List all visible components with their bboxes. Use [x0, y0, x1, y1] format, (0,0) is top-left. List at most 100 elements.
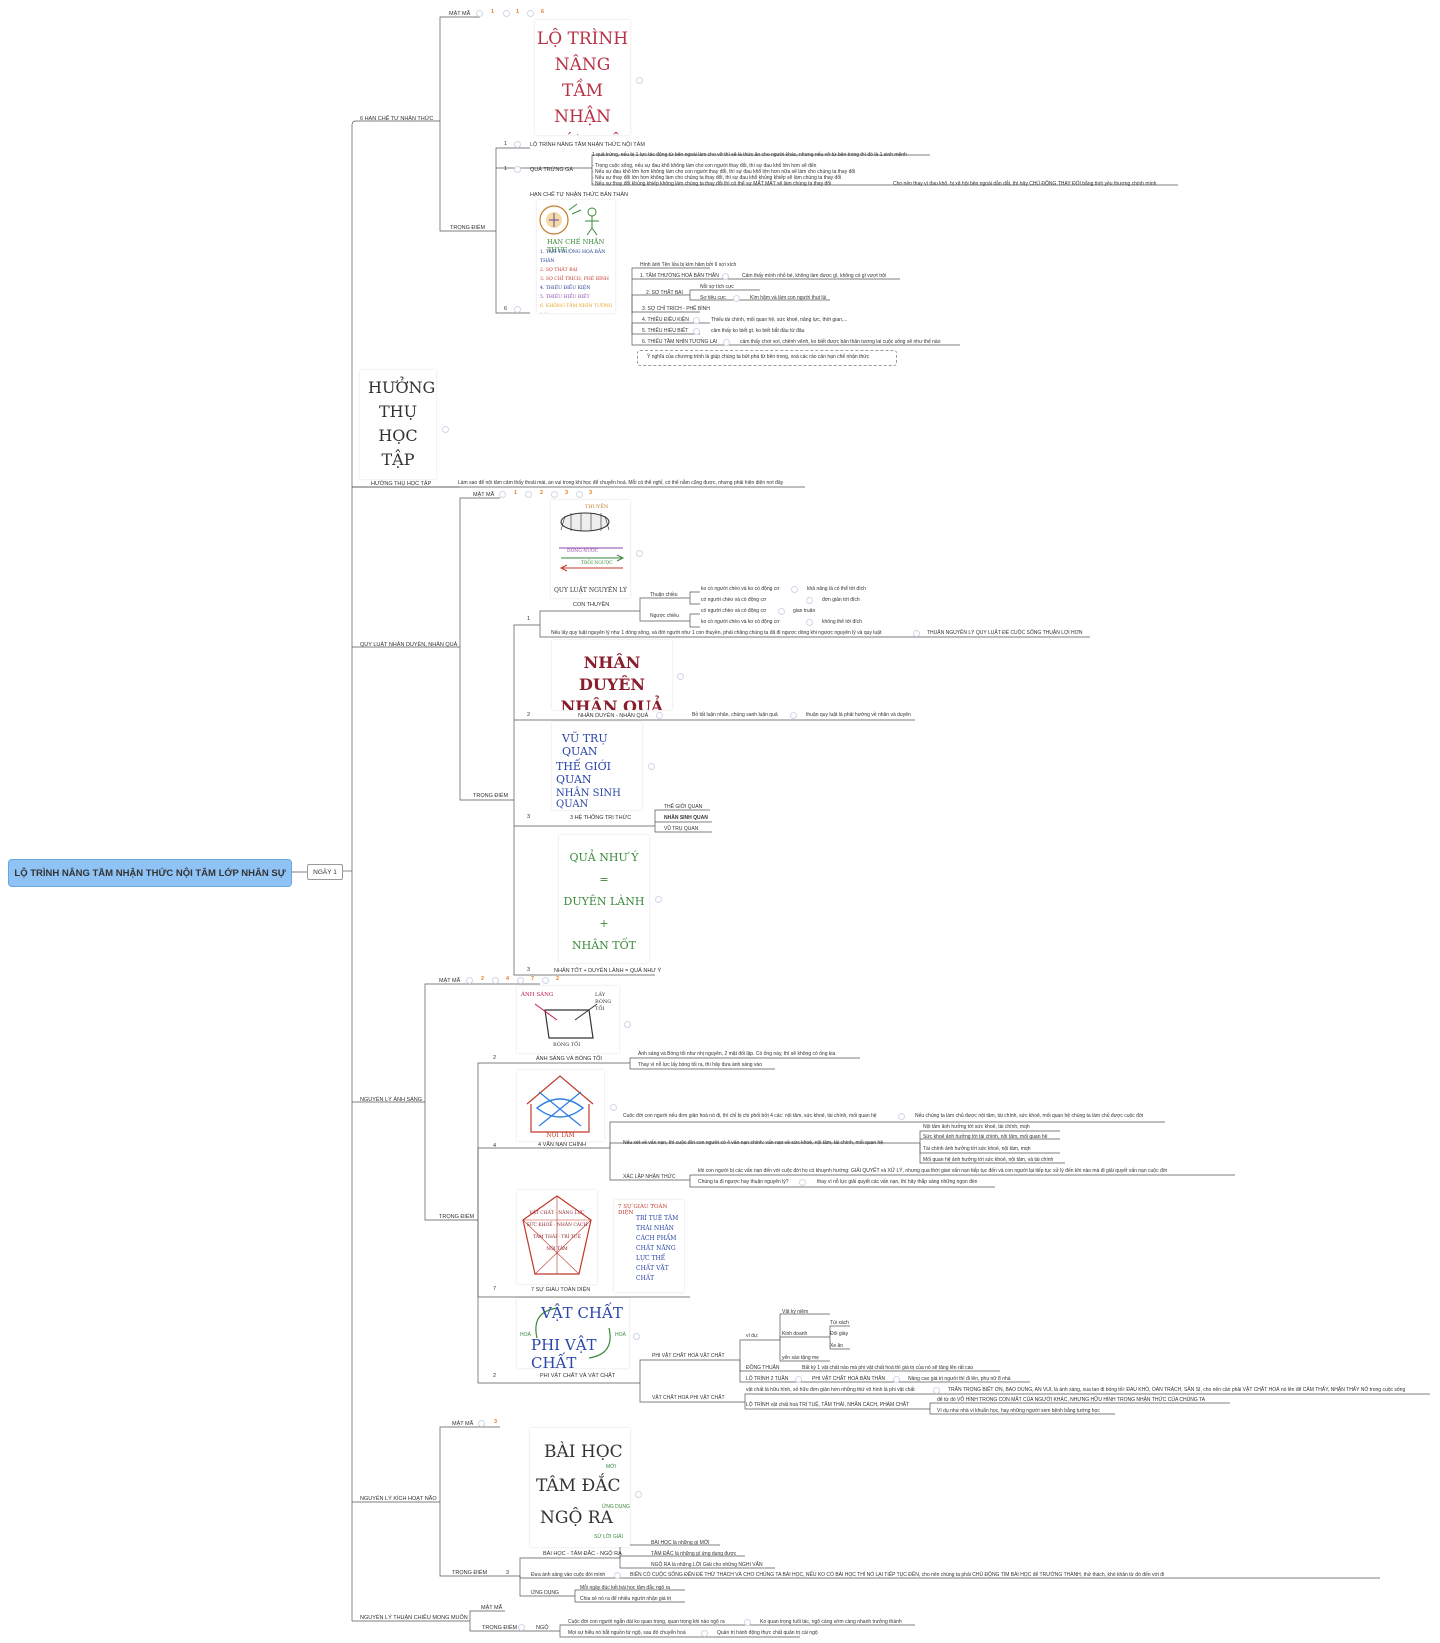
qt-text-2b[interactable]: - Nếu sự đau khổ lớn hơn không làm cho c…: [592, 169, 856, 175]
branch-quy-luat[interactable]: QUY LUẬT NHÂN DUYÊN, NHÂN QUẢ: [360, 642, 458, 648]
branch-kich-hoat[interactable]: NGUYÊN LÝ KÍCH HOẠT NÃO: [360, 1496, 437, 1502]
expand-icon[interactable]: [610, 1104, 617, 1111]
expand-icon[interactable]: [744, 1619, 751, 1626]
vn2d[interactable]: Mối quan hệ ảnh hưởng tới sức khoẻ, nội …: [923, 1157, 1054, 1163]
h1[interactable]: 1. TÂM THƯỜNG HOÁ BẢN THÂN: [640, 273, 719, 279]
ngo-2b[interactable]: Quản trị hành động thực chất quản trị cá…: [717, 1630, 818, 1636]
ct-desc2[interactable]: THUẬN NGUYÊN LÝ QUY LUẬT ĐỂ CUỘC SỐNG TH…: [927, 630, 1083, 636]
vn1[interactable]: Cuộc đời con người nếu đơn giản hoá nó đ…: [623, 1113, 877, 1119]
expand-icon[interactable]: [799, 1179, 806, 1186]
expand-icon[interactable]: [514, 166, 521, 173]
ngo-1a[interactable]: Cuộc đời con người ngắn dài ko quan trọn…: [568, 1619, 725, 1625]
expand-icon[interactable]: [723, 339, 730, 346]
expand-icon[interactable]: [551, 491, 558, 498]
vc1[interactable]: vật chất là hữu hình, số hữu đơn giản hơ…: [746, 1387, 915, 1393]
h4[interactable]: 4. THIẾU ĐIỀU KIỆN: [642, 317, 689, 323]
b3-trong-diem[interactable]: TRỌNG ĐIỂM: [473, 793, 509, 799]
h5[interactable]: 5. THIẾU HIỂU BIẾT: [642, 328, 689, 334]
h2b[interactable]: Sợ tiêu cực: [700, 295, 726, 301]
nc2[interactable]: ko có người chèo và ko có động cơ: [701, 619, 780, 625]
b1-matma[interactable]: MẬT MÃ: [449, 11, 471, 17]
branch-huong-thu[interactable]: HƯỞNG THỤ HỌC TẬP: [371, 481, 432, 487]
vn1a[interactable]: Nếu chúng ta làm chủ được nội tâm, tài c…: [915, 1113, 1144, 1119]
vc2a[interactable]: để từ đó VÔ HÌNH TRONG CON MẮT CỦA NGƯỜI…: [937, 1397, 1206, 1403]
h2[interactable]: 2. SỢ THẤT BẠI: [646, 290, 683, 296]
expand-icon[interactable]: [648, 763, 655, 770]
expand-icon[interactable]: [576, 491, 583, 498]
expand-icon[interactable]: [677, 673, 684, 680]
expand-icon[interactable]: [527, 10, 534, 17]
expand-icon[interactable]: [913, 630, 920, 637]
expand-icon[interactable]: [517, 977, 524, 984]
vc2b[interactable]: Ví dụ như nhà vi khuẩn học, hay những ng…: [937, 1408, 1100, 1414]
tc1[interactable]: ko có người chèo và ko có động cơ: [701, 586, 780, 592]
pvc[interactable]: PHI VẬT CHẤT VÀ VẬT CHẤT: [540, 1373, 616, 1379]
b6-trong-diem[interactable]: TRỌNG ĐIỂM: [482, 1625, 518, 1631]
doi-giay[interactable]: Đôi giày: [830, 1331, 849, 1337]
expand-icon[interactable]: [795, 1376, 802, 1383]
bh3[interactable]: NGỘ RA là những LỜI Giải cho những NGHI …: [651, 1562, 763, 1568]
b3-matma[interactable]: MẬT MÃ: [473, 492, 495, 498]
expand-icon[interactable]: [492, 977, 499, 984]
su-giau[interactable]: 7 SỰ GIÀU TOÀN DIỆN: [531, 1287, 591, 1293]
dua-a[interactable]: BIẾN CÓ CUỘC SỐNG ĐẾN ĐỂ THỬ THÁCH VÀ CH…: [630, 1572, 1165, 1578]
expand-icon[interactable]: [466, 977, 473, 984]
expand-icon[interactable]: [722, 273, 729, 280]
expand-icon[interactable]: [476, 10, 483, 17]
qt-text-2c[interactable]: - Nếu sự thay đổi lớn hơn không làm cho …: [592, 175, 842, 181]
expand-icon[interactable]: [614, 1572, 621, 1579]
branch-thuan-chieu[interactable]: NGUYÊN LÝ THUẬN CHIỀU MONG MUỐN: [360, 1615, 468, 1621]
vc1a[interactable]: TRÂN TRỌNG BIẾT ƠN, BAO DUNG, AN VUI, là…: [948, 1387, 1406, 1393]
ngo[interactable]: NGỘ: [536, 1625, 549, 1631]
expand-icon[interactable]: [655, 896, 662, 903]
vkn[interactable]: Vật kỷ niệm: [782, 1309, 809, 1315]
expand-icon[interactable]: [790, 712, 797, 719]
ngo-1b[interactable]: Ko quan trọng tuổi tác, ngộ càng sớm càn…: [760, 1619, 902, 1625]
expand-icon[interactable]: [806, 597, 813, 604]
ngo-2a[interactable]: Mọi sự hiểu nó bắt nguồn từ ngộ, sau đó …: [568, 1630, 686, 1636]
tc2[interactable]: có người chèo và có động cơ: [701, 597, 767, 603]
h0[interactable]: Hình ảnh Tên lửa bị kìm hãm bởi 6 sợi xí…: [640, 262, 737, 268]
branch-anh-sang[interactable]: NGUYÊN LÝ ÁNH SÁNG: [360, 1097, 423, 1103]
htq2[interactable]: NHÂN SINH QUAN: [664, 815, 708, 821]
expand-icon[interactable]: [733, 295, 740, 302]
lt2a[interactable]: PHI VẬT CHẤT HOÁ BẢN THÂN: [812, 1376, 886, 1382]
vi-du[interactable]: ví dụ:: [746, 1333, 759, 1339]
tc1a[interactable]: khả năng là có thể tới đích: [807, 586, 866, 592]
han-che-label[interactable]: HẠN CHẾ TỰ NHẬN THỨC BẢN THÂN: [530, 192, 629, 198]
ud1[interactable]: Mỗi ngày đúc kết bài học tâm đắc ngộ ra: [580, 1585, 671, 1591]
h3[interactable]: 3. SỢ CHỈ TRÍCH - PHÊ BÌNH: [642, 306, 710, 312]
ndnq[interactable]: NHÂN DUYÊN - NHÂN QUẢ: [578, 713, 649, 719]
h6[interactable]: 6. THIẾU TẦM NHÌN TƯƠNG LAI: [642, 339, 718, 345]
lt2b[interactable]: Nâng cao giá trị người thì đi lên, phụ n…: [908, 1376, 1011, 1382]
ct-desc[interactable]: Nếu lấy quy luật nguyên lý như 1 dòng sô…: [551, 630, 882, 636]
vn2b[interactable]: Sức khoẻ ảnh hưởng tới tài chính, nội tâ…: [923, 1134, 1048, 1140]
htq3[interactable]: VŨ TRỤ QUAN: [664, 826, 699, 832]
vn2c[interactable]: Tài chính ảnh hưởng tới sức khoẻ, nội tâ…: [923, 1146, 1031, 1152]
nc1a[interactable]: gian truân: [793, 608, 816, 614]
asbt2[interactable]: Thay vì nỗ lực lấy bóng tối ra, thì hãy …: [638, 1062, 762, 1068]
h6a[interactable]: cảm thấy chơi vơi, chênh vênh, ko biết đ…: [740, 339, 941, 345]
b5-trong-diem[interactable]: TRỌNG ĐIỂM: [452, 1570, 488, 1576]
expand-icon[interactable]: [693, 328, 700, 335]
expand-icon[interactable]: [499, 491, 506, 498]
vc2[interactable]: LỘ TRÌNH vật chất hoá TRÍ TUỆ, TÂM THÁI,…: [746, 1402, 910, 1408]
expand-icon[interactable]: [893, 1376, 900, 1383]
dong-thuan[interactable]: ĐỒNG THUẬN: [746, 1365, 780, 1371]
expand-icon[interactable]: [514, 306, 521, 313]
expand-icon[interactable]: [791, 586, 798, 593]
con-thuyen[interactable]: CON THUYỀN: [573, 602, 610, 608]
vn2[interactable]: Nếu xét về vấn nạn, thì cuộc đời con ngư…: [623, 1140, 884, 1146]
kinh-doanh[interactable]: Kinh doanh: [782, 1331, 808, 1337]
htq1[interactable]: THẾ GIỚI QUAN: [664, 804, 703, 810]
dong-thuan-a[interactable]: Bất kỳ 1 vật chất nào mà phi vật chất ho…: [802, 1365, 974, 1371]
xac-lap[interactable]: XÁC LẬP NHẬN THỨC: [623, 1174, 676, 1180]
h2a[interactable]: Nỗi sợ tích cực: [700, 284, 734, 290]
pvchvc[interactable]: PHI VẬT CHẤT HOÁ VẬT CHẤT: [652, 1353, 725, 1359]
nc1[interactable]: có người chèo và có động cơ: [701, 608, 767, 614]
expand-icon[interactable]: [525, 491, 532, 498]
expand-icon[interactable]: [701, 1630, 708, 1637]
expand-icon[interactable]: [693, 317, 700, 324]
ung-dung[interactable]: ỨNG DỤNG: [531, 1590, 559, 1596]
bhtd[interactable]: BÀI HỌC - TÂM ĐẮC - NGỘ RA: [543, 1551, 622, 1557]
